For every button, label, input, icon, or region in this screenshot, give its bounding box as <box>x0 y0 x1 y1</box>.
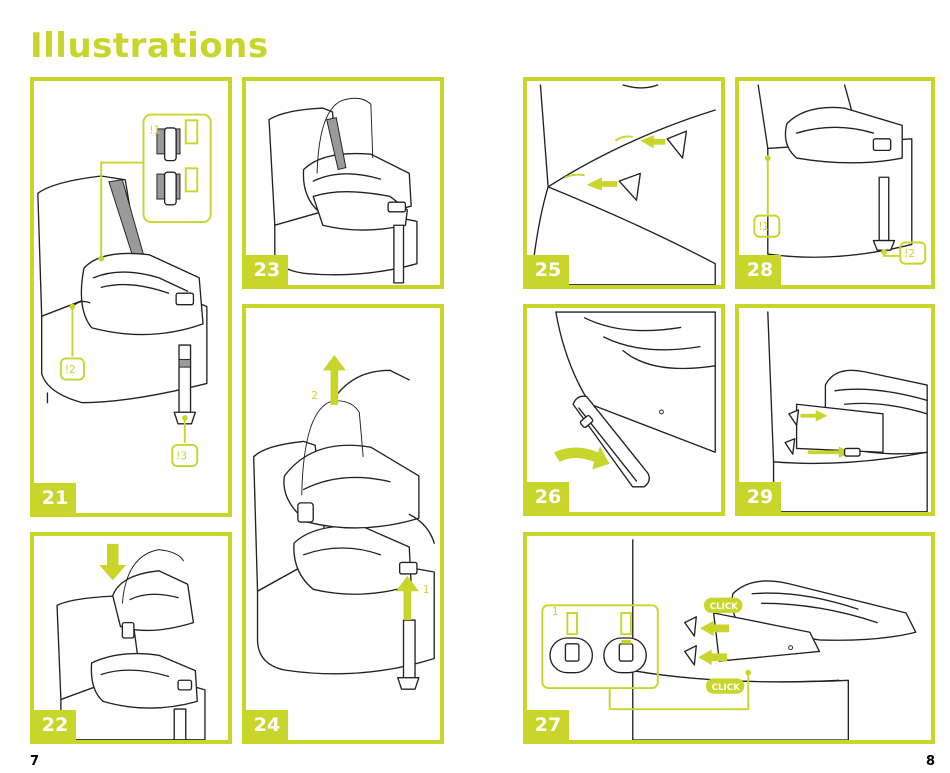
panel-number-24: 24 <box>246 710 288 740</box>
page-number-right: 8 <box>926 754 936 769</box>
click-label-top: CLICK <box>710 602 738 612</box>
illustration-27-drawing: CLICK CLICK 1 <box>541 539 917 740</box>
page-number-left: 7 <box>30 754 40 769</box>
illustration-22-drawing <box>56 543 206 740</box>
illustration-panel-24: 2 1 24 <box>242 304 444 744</box>
illustration-21-drawing: !1 !2 !3 <box>37 113 212 467</box>
illustration-25-drawing <box>530 84 716 285</box>
callout-21-3: !3 <box>176 450 187 462</box>
illustration-26-drawing <box>553 311 716 488</box>
illustration-panel-23: 23 <box>242 77 444 289</box>
panel-number-23: 23 <box>246 255 288 285</box>
illustration-panel-21: !1 !2 !3 21 <box>30 77 232 517</box>
callout-21-1: !1 <box>149 125 160 137</box>
panel-number-28: 28 <box>739 255 781 285</box>
panel-number-26: 26 <box>527 482 569 512</box>
step-label-27-1: 1 <box>552 606 559 618</box>
illustration-panel-22: 22 <box>30 532 232 744</box>
callout-28-1: !1 <box>758 221 769 233</box>
illustration-23-drawing <box>268 97 418 284</box>
illustration-panel-29: 29 <box>735 304 935 516</box>
panel-number-22: 22 <box>34 710 76 740</box>
panel-number-27: 27 <box>527 710 569 740</box>
illustration-panel-26: 26 <box>523 304 725 516</box>
callout-21-2: !2 <box>65 364 76 376</box>
click-label-bottom: CLICK <box>712 683 740 693</box>
illustration-29-drawing <box>767 311 928 512</box>
panel-number-21: 21 <box>34 483 76 513</box>
illustration-24-drawing: 2 1 <box>253 354 435 690</box>
page-title: Illustrations <box>30 26 269 66</box>
step-label-24-2: 2 <box>311 390 318 402</box>
step-label-24-1: 1 <box>423 584 430 596</box>
panel-number-25: 25 <box>527 255 569 285</box>
panel-number-29: 29 <box>739 482 781 512</box>
illustration-panel-25: 25 <box>523 77 725 289</box>
callout-28-2: !2 <box>904 248 915 260</box>
illustration-panel-28: !1 !2 28 <box>735 77 935 289</box>
illustration-panel-27: CLICK CLICK 1 27 <box>523 532 935 744</box>
